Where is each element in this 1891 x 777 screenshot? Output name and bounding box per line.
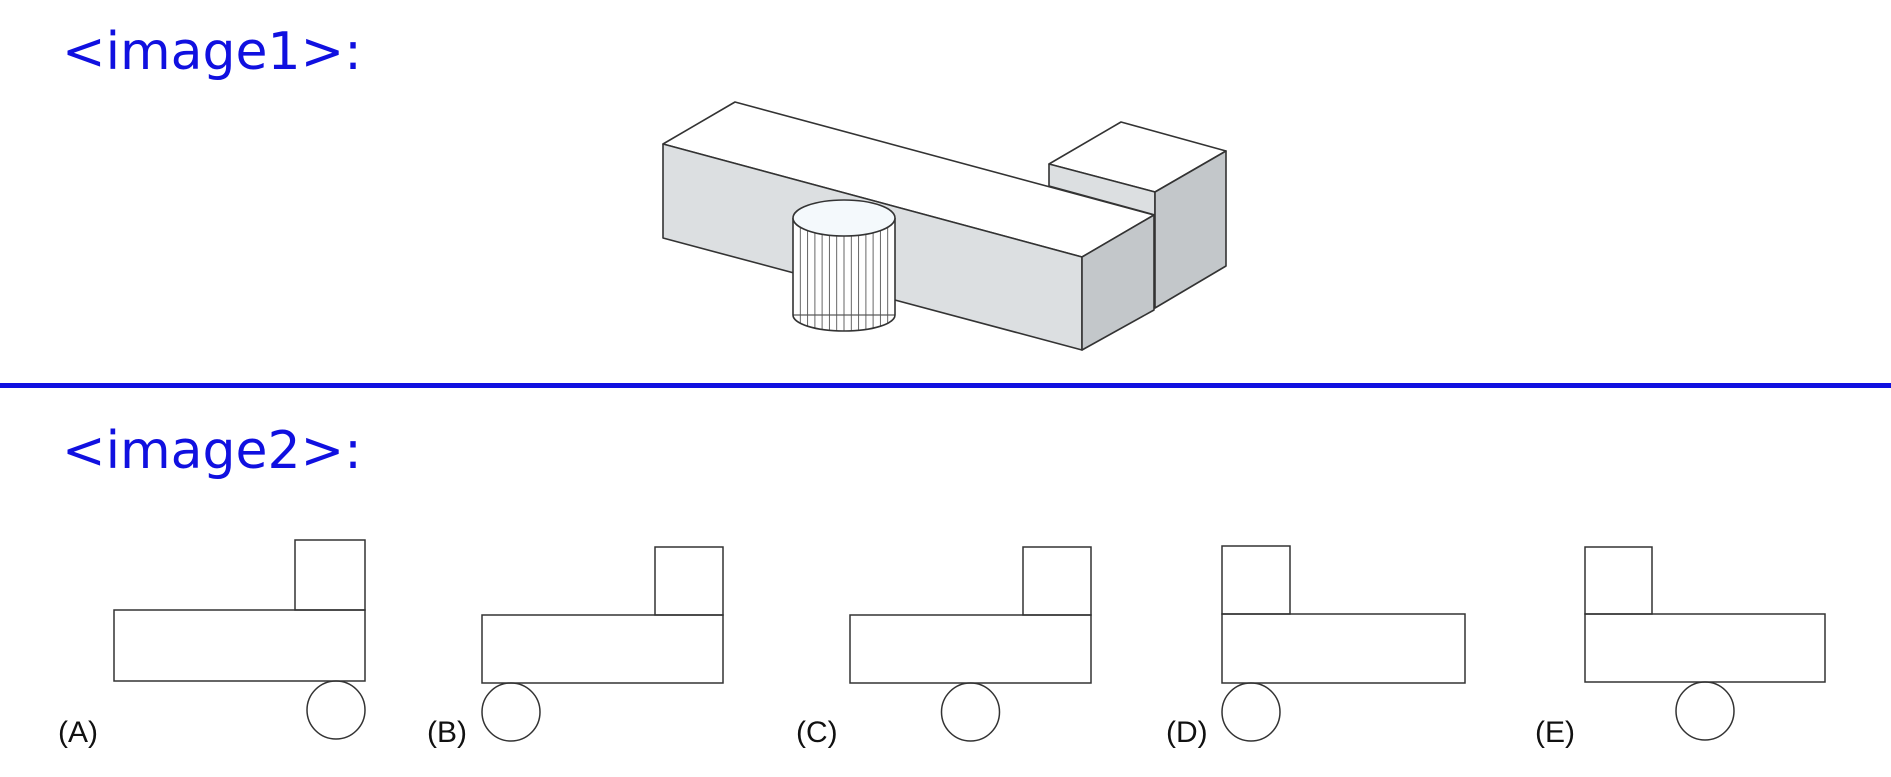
long-bar-end-face	[1081, 214, 1155, 351]
option-label: (C)	[796, 716, 838, 749]
option-circle	[1221, 682, 1281, 742]
isometric-solid-figure	[662, 101, 1227, 351]
section-divider	[0, 383, 1891, 388]
option-bar	[1584, 613, 1826, 683]
image2-heading: <image2>:	[62, 421, 362, 481]
option-c[interactable]: (C)	[796, 546, 1092, 749]
answer-options: (A) (B) (C) (D) (E)	[58, 539, 1826, 749]
option-bar	[1221, 613, 1466, 684]
option-bar	[113, 609, 366, 682]
cylinder-top-face	[792, 199, 896, 237]
cylinder	[792, 199, 896, 332]
image1-heading: <image1>:	[62, 22, 362, 82]
option-circle	[306, 680, 366, 740]
option-a[interactable]: (A)	[58, 539, 366, 749]
option-circle	[1675, 681, 1735, 741]
option-square	[294, 539, 366, 611]
option-label: (A)	[58, 716, 98, 749]
option-square	[654, 546, 724, 616]
option-label: (B)	[427, 716, 467, 749]
option-label: (D)	[1166, 716, 1208, 749]
option-bar	[481, 614, 724, 684]
option-circle	[481, 682, 541, 742]
cylinder-hatching	[799, 226, 889, 331]
option-square	[1584, 546, 1653, 615]
option-square	[1221, 545, 1291, 615]
option-b[interactable]: (B)	[427, 546, 724, 749]
cube-side-face	[1154, 150, 1227, 309]
option-e[interactable]: (E)	[1535, 546, 1826, 749]
option-bar	[849, 614, 1092, 684]
cylinder-bottom-edge	[792, 314, 896, 332]
option-square	[1022, 546, 1092, 616]
option-label: (E)	[1535, 716, 1575, 749]
option-d[interactable]: (D)	[1166, 545, 1466, 749]
option-circle	[940, 682, 1001, 742]
